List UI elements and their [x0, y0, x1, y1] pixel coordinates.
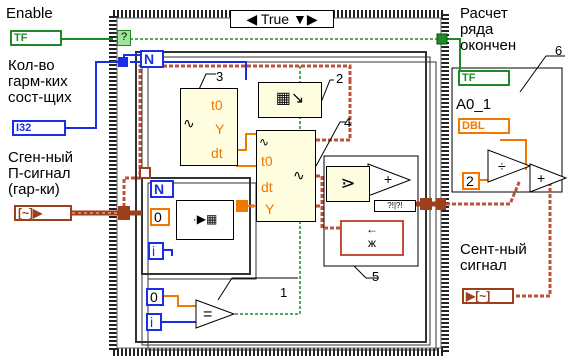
label-enable: Enable: [6, 6, 53, 22]
outer-loop-index-terminal: i: [146, 313, 162, 331]
label-center-signal: Сент-ный сигнал: [460, 242, 527, 274]
case-question-terminal: ?: [117, 30, 131, 46]
callout-6: 6: [555, 44, 562, 57]
tunnel-i32: [118, 57, 128, 67]
divide-node-6: [488, 150, 530, 182]
done-boolean-indicator: TF: [458, 70, 510, 86]
wf-t0-label: t0: [211, 97, 223, 113]
inner-loop-count-terminal: N: [150, 180, 174, 198]
callout-3: 3: [216, 70, 223, 83]
selector-left-arrow[interactable]: ◀: [246, 11, 257, 27]
callout-1: 1: [280, 286, 287, 299]
build-array-node: ·▶▦: [176, 200, 234, 240]
callout-4: 4: [344, 116, 351, 129]
label-calc-done: Расчет ряда окончен: [460, 6, 516, 54]
tunnel-array: [236, 200, 248, 212]
sine-icon-2: ∿: [259, 135, 269, 149]
a0-dbl-control[interactable]: DBL: [458, 118, 510, 134]
center-signal-indicator: ▶[~]: [462, 288, 514, 304]
svg-text:=: =: [203, 306, 212, 323]
zero-constant-inner: 0: [150, 208, 170, 226]
sine-icon-3: ∿: [293, 167, 305, 184]
wf2-t0-label: t0: [261, 153, 273, 169]
wf2-dt-label: dt: [261, 179, 273, 195]
two-constant: 2: [462, 172, 480, 190]
shift-register-node: ←ж: [340, 220, 404, 256]
wf-y-label: Y: [215, 121, 224, 137]
label-generated-signal: Сген-ный П-сигнал (гар-ки): [8, 150, 73, 198]
zero-constant-outer: 0: [146, 288, 164, 306]
tunnel-out2: [436, 198, 446, 210]
signal-waveform-control[interactable]: [~]▶: [14, 205, 72, 221]
tunnel-done: [437, 34, 447, 44]
wf-dt-label: dt: [211, 145, 223, 161]
wf2-y-label: Y: [265, 201, 274, 217]
callout-2: 2: [336, 72, 343, 85]
tunnel-signal-inner: [140, 168, 150, 178]
waveform-merge-node: ⋗: [326, 166, 370, 202]
waveform-node-3: ∿ t0 Y dt: [180, 88, 238, 166]
tunnel-signal: [118, 206, 130, 220]
tunnel-out: [420, 198, 432, 210]
outer-loop-count-terminal: N: [140, 50, 164, 68]
graph-node-2: ▦↘: [258, 82, 322, 118]
svg-text:+: +: [537, 170, 545, 186]
svg-text:+: +: [384, 171, 392, 187]
terms-count-i32-control[interactable]: I32: [12, 120, 66, 136]
waveform-node-4: ∿ t0 dt Y ∿: [256, 130, 316, 222]
label-a0: A0_1: [456, 97, 491, 113]
status-terminals: ?!|?!: [374, 200, 416, 212]
selector-value: True: [261, 11, 289, 27]
callout-5: 5: [372, 270, 379, 283]
selector-dropdown-icon[interactable]: ▼▶: [293, 11, 318, 27]
label-terms-count: Кол-во гарм-ких сост-щих: [8, 58, 72, 106]
enable-boolean-control[interactable]: TF: [10, 30, 62, 46]
add-node-6: [530, 164, 566, 192]
sine-icon: ∿: [183, 115, 195, 132]
inner-loop-index-terminal: i: [148, 242, 164, 260]
svg-text:÷: ÷: [498, 158, 506, 174]
case-selector[interactable]: ◀ True ▼▶: [230, 10, 334, 28]
